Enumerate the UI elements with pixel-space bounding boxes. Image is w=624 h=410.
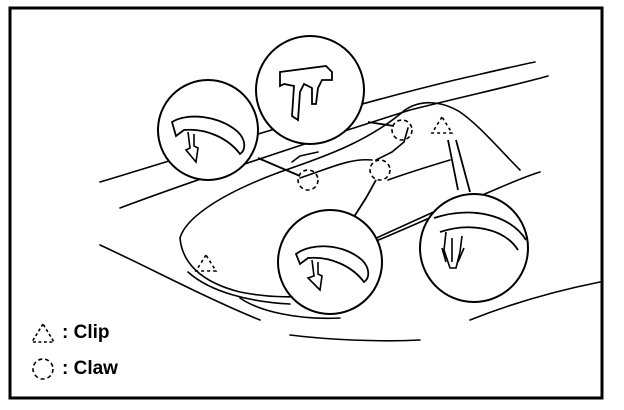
diagram-border xyxy=(8,6,604,400)
detail-bubble-claw-left xyxy=(157,79,259,181)
claw-markers xyxy=(297,119,413,191)
claw-marker-3 xyxy=(391,119,413,141)
instrument-panel-drawing xyxy=(99,61,601,342)
clip-marker-1 xyxy=(194,253,218,272)
detail-bubble-clip-right xyxy=(419,193,529,303)
clip-marker-2 xyxy=(430,115,454,134)
claw-marker-2 xyxy=(369,159,391,181)
legend-claw: : Claw xyxy=(30,357,118,381)
dashed-triangle-icon xyxy=(30,322,56,343)
legend-clip: : Clip xyxy=(30,322,110,344)
detail-bubble-claw-top xyxy=(255,35,365,145)
legend-claw-label: : Claw xyxy=(62,358,118,379)
leader-lines xyxy=(257,121,471,221)
claw-marker-1 xyxy=(297,169,319,191)
legend-clip-label: : Clip xyxy=(62,322,110,343)
detail-bubble-claw-bottom xyxy=(277,209,383,315)
clip-markers xyxy=(194,115,454,272)
dashed-circle-icon xyxy=(32,358,54,380)
